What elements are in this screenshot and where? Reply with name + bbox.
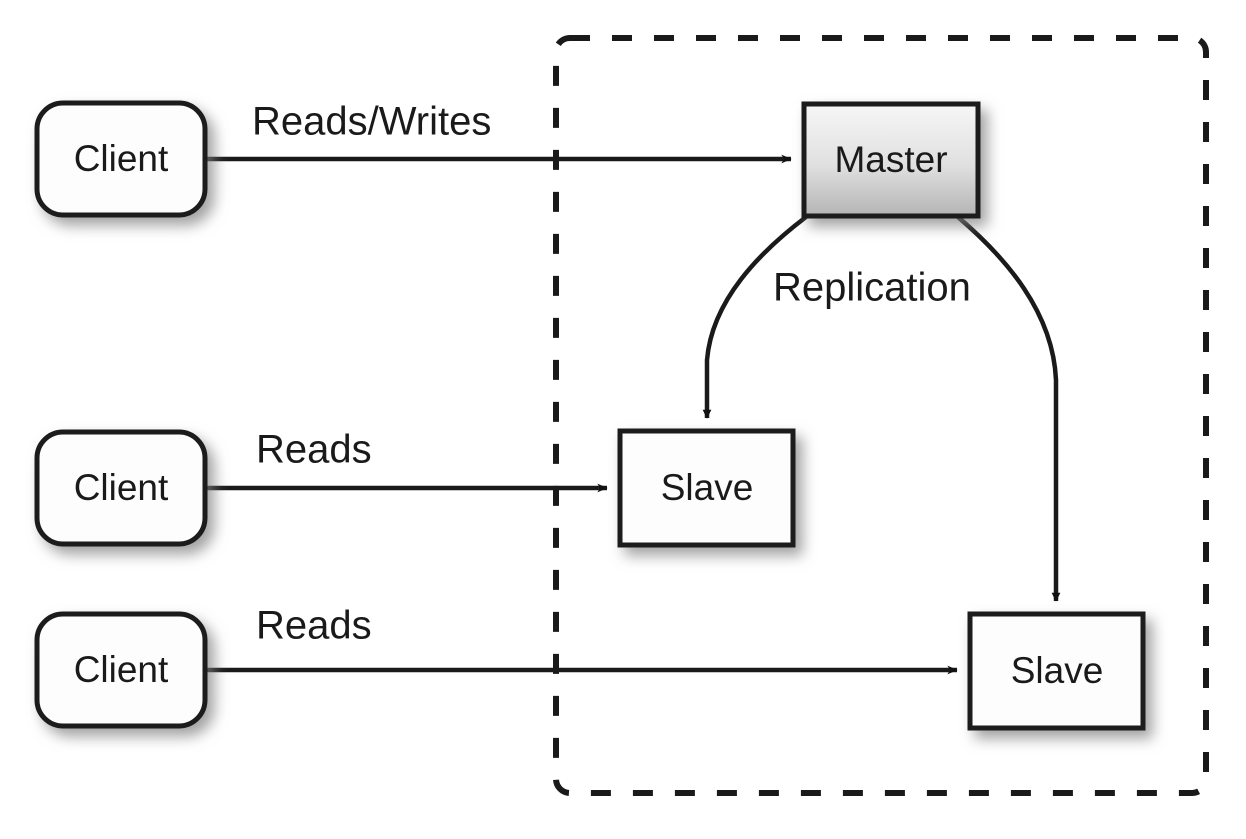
node-label-client-2: Client bbox=[74, 467, 169, 508]
node-label-client-3: Client bbox=[74, 649, 169, 690]
edge-label-replication: Replication bbox=[773, 266, 971, 310]
master-box[interactable] bbox=[801, 101, 981, 219]
edge-label-reads-writes: Reads/Writes bbox=[252, 100, 491, 144]
edge-curve bbox=[702, 215, 808, 419]
node-client-2[interactable] bbox=[34, 429, 208, 547]
node-master[interactable] bbox=[801, 101, 981, 219]
slave-box[interactable] bbox=[967, 611, 1146, 731]
client-box[interactable] bbox=[34, 611, 208, 729]
edge-curve bbox=[956, 215, 1061, 602]
edge-master-slave1 bbox=[702, 215, 808, 419]
node-label-slave-1: Slave bbox=[661, 467, 754, 508]
node-label-master: Master bbox=[834, 139, 947, 180]
node-client-1[interactable] bbox=[34, 100, 208, 218]
edge-label-reads-slave1: Reads bbox=[256, 428, 372, 472]
replication-cluster-boundary bbox=[553, 35, 1209, 796]
slave-box[interactable] bbox=[617, 428, 796, 548]
node-slave-2[interactable] bbox=[967, 611, 1146, 731]
edge-master-slave2 bbox=[956, 215, 1061, 602]
edge-label-reads-slave2: Reads bbox=[256, 604, 372, 648]
client-box[interactable] bbox=[34, 100, 208, 218]
client-box[interactable] bbox=[34, 429, 208, 547]
node-label-slave-2: Slave bbox=[1011, 650, 1104, 691]
node-label-client-1: Client bbox=[74, 138, 169, 179]
node-slave-1[interactable] bbox=[617, 428, 796, 548]
node-client-3[interactable] bbox=[34, 611, 208, 729]
